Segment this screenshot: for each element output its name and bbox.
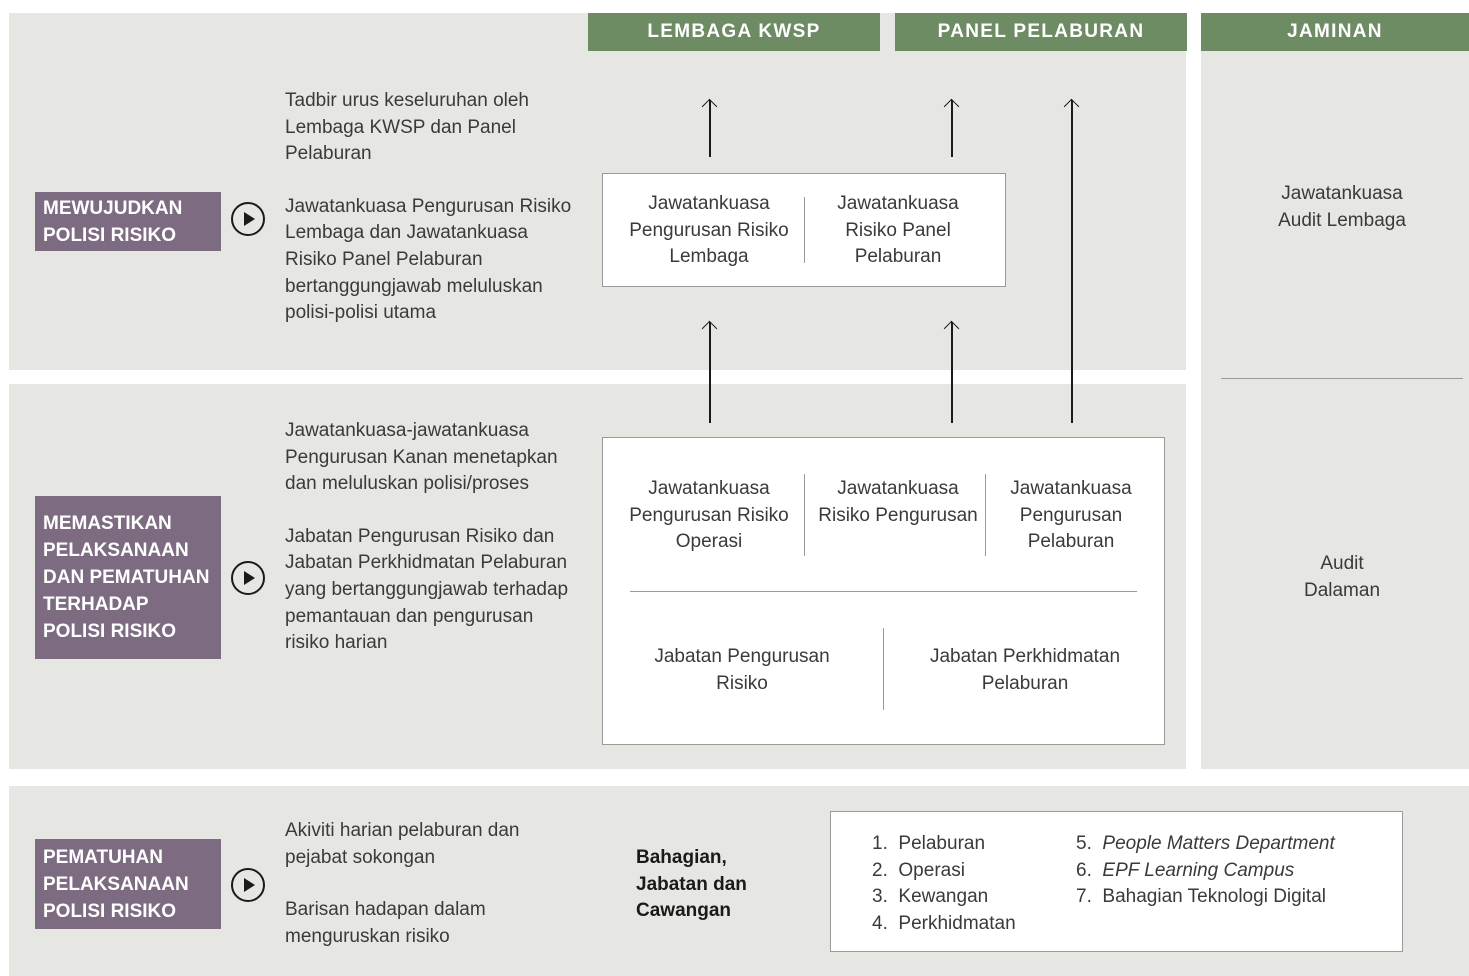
arrow-up-icon [1071, 100, 1073, 423]
row2-desc-1: Jawatankuasa-jawatankuasa Pengurusan Kan… [285, 420, 558, 495]
arrow-up-icon [951, 100, 953, 157]
row2-description: Jawatankuasa-jawatankuasa Pengurusan Kan… [285, 418, 575, 657]
mgmt-committee-pelaburan: Jawatankuasa Pengurusan Pelaburan [1010, 478, 1132, 553]
divisions-list-right: 5. People Matters Department 6. EPF Lear… [1076, 831, 1335, 911]
list-item: 3. Kewangan [872, 886, 989, 908]
list-item: 4. Perkhidmatan [872, 912, 1016, 934]
divisions-list-left: 1. Pelaburan 2. Operasi 3. Kewangan 4. P… [872, 831, 1016, 937]
mgmt-divider-2 [985, 474, 986, 556]
arrow-up-icon [709, 100, 711, 157]
play-icon [231, 868, 265, 902]
header-jaminan: JAMINAN [1201, 13, 1469, 51]
divisions-list-box [830, 811, 1403, 952]
jaminan-audit-dalaman: Audit Dalaman [1303, 553, 1381, 601]
bottom-heading: Bahagian, Jabatan dan Cawangan [636, 847, 747, 922]
jaminan-divider [1221, 378, 1463, 379]
arrow-up-icon [709, 322, 711, 423]
mgmt-committee-risiko: Jawatankuasa Risiko Pengurusan [818, 478, 978, 526]
board-committee-divider [804, 197, 805, 263]
board-committee-left: Jawatankuasa Pengurusan Risiko Lembaga [629, 193, 789, 268]
list-item: 1. Pelaburan [872, 833, 986, 854]
board-committee-right: Jawatankuasa Risiko Panel Pelaburan [837, 193, 959, 268]
mgmt-committee-operasi: Jawatankuasa Pengurusan Risiko Operasi [629, 478, 789, 553]
mgmt-divider-1 [804, 474, 805, 556]
row-label-mewujudkan: MEWUJUDKAN POLISI RISIKO [35, 192, 221, 251]
list-item: 7. Bahagian Teknologi Digital [1076, 886, 1326, 908]
list-item: 6. EPF Learning Campus [1076, 859, 1295, 881]
dept-divider [883, 628, 884, 710]
panel-jaminan [1201, 13, 1469, 769]
list-item: 5. People Matters Department [1076, 833, 1335, 854]
row-label-pematuhan: PEMATUHAN PELAKSANAAN POLISI RISIKO [35, 839, 221, 929]
mgmt-horizontal-divider [630, 591, 1137, 592]
play-icon [231, 561, 265, 595]
dept-perkhidmatan-pelaburan: Jabatan Perkhidmatan Pelaburan [929, 646, 1121, 694]
row1-desc-1: Tadbir urus keseluruhan oleh Lembaga KWS… [285, 90, 529, 165]
row3-desc-1: Akiviti harian pelaburan dan pejabat sok… [285, 820, 520, 868]
row3-description: Akiviti harian pelaburan dan pejabat sok… [285, 818, 525, 950]
jaminan-audit-lembaga: Jawatankuasa Audit Lembaga [1278, 183, 1406, 231]
arrow-up-icon [951, 322, 953, 423]
header-lembaga-kwsp: LEMBAGA KWSP [588, 13, 880, 51]
row2-desc-2: Jabatan Pengurusan Risiko dan Jabatan Pe… [285, 525, 569, 654]
dept-pengurusan-risiko: Jabatan Pengurusan Risiko [654, 646, 830, 694]
row3-desc-2: Barisan hadapan dalam menguruskan risiko [285, 899, 486, 947]
board-committees-box [602, 173, 1006, 287]
list-item: 2. Operasi [872, 859, 965, 881]
header-panel-pelaburan: PANEL PELABURAN [895, 13, 1187, 51]
play-icon [231, 202, 265, 236]
row1-description: Tadbir urus keseluruhan oleh Lembaga KWS… [285, 88, 580, 327]
row-label-memastikan: MEMASTIKAN PELAKSANAAN DAN PEMATUHAN TER… [35, 496, 221, 659]
row1-desc-2: Jawatankuasa Pengurusan Risiko Lembaga d… [285, 195, 572, 324]
